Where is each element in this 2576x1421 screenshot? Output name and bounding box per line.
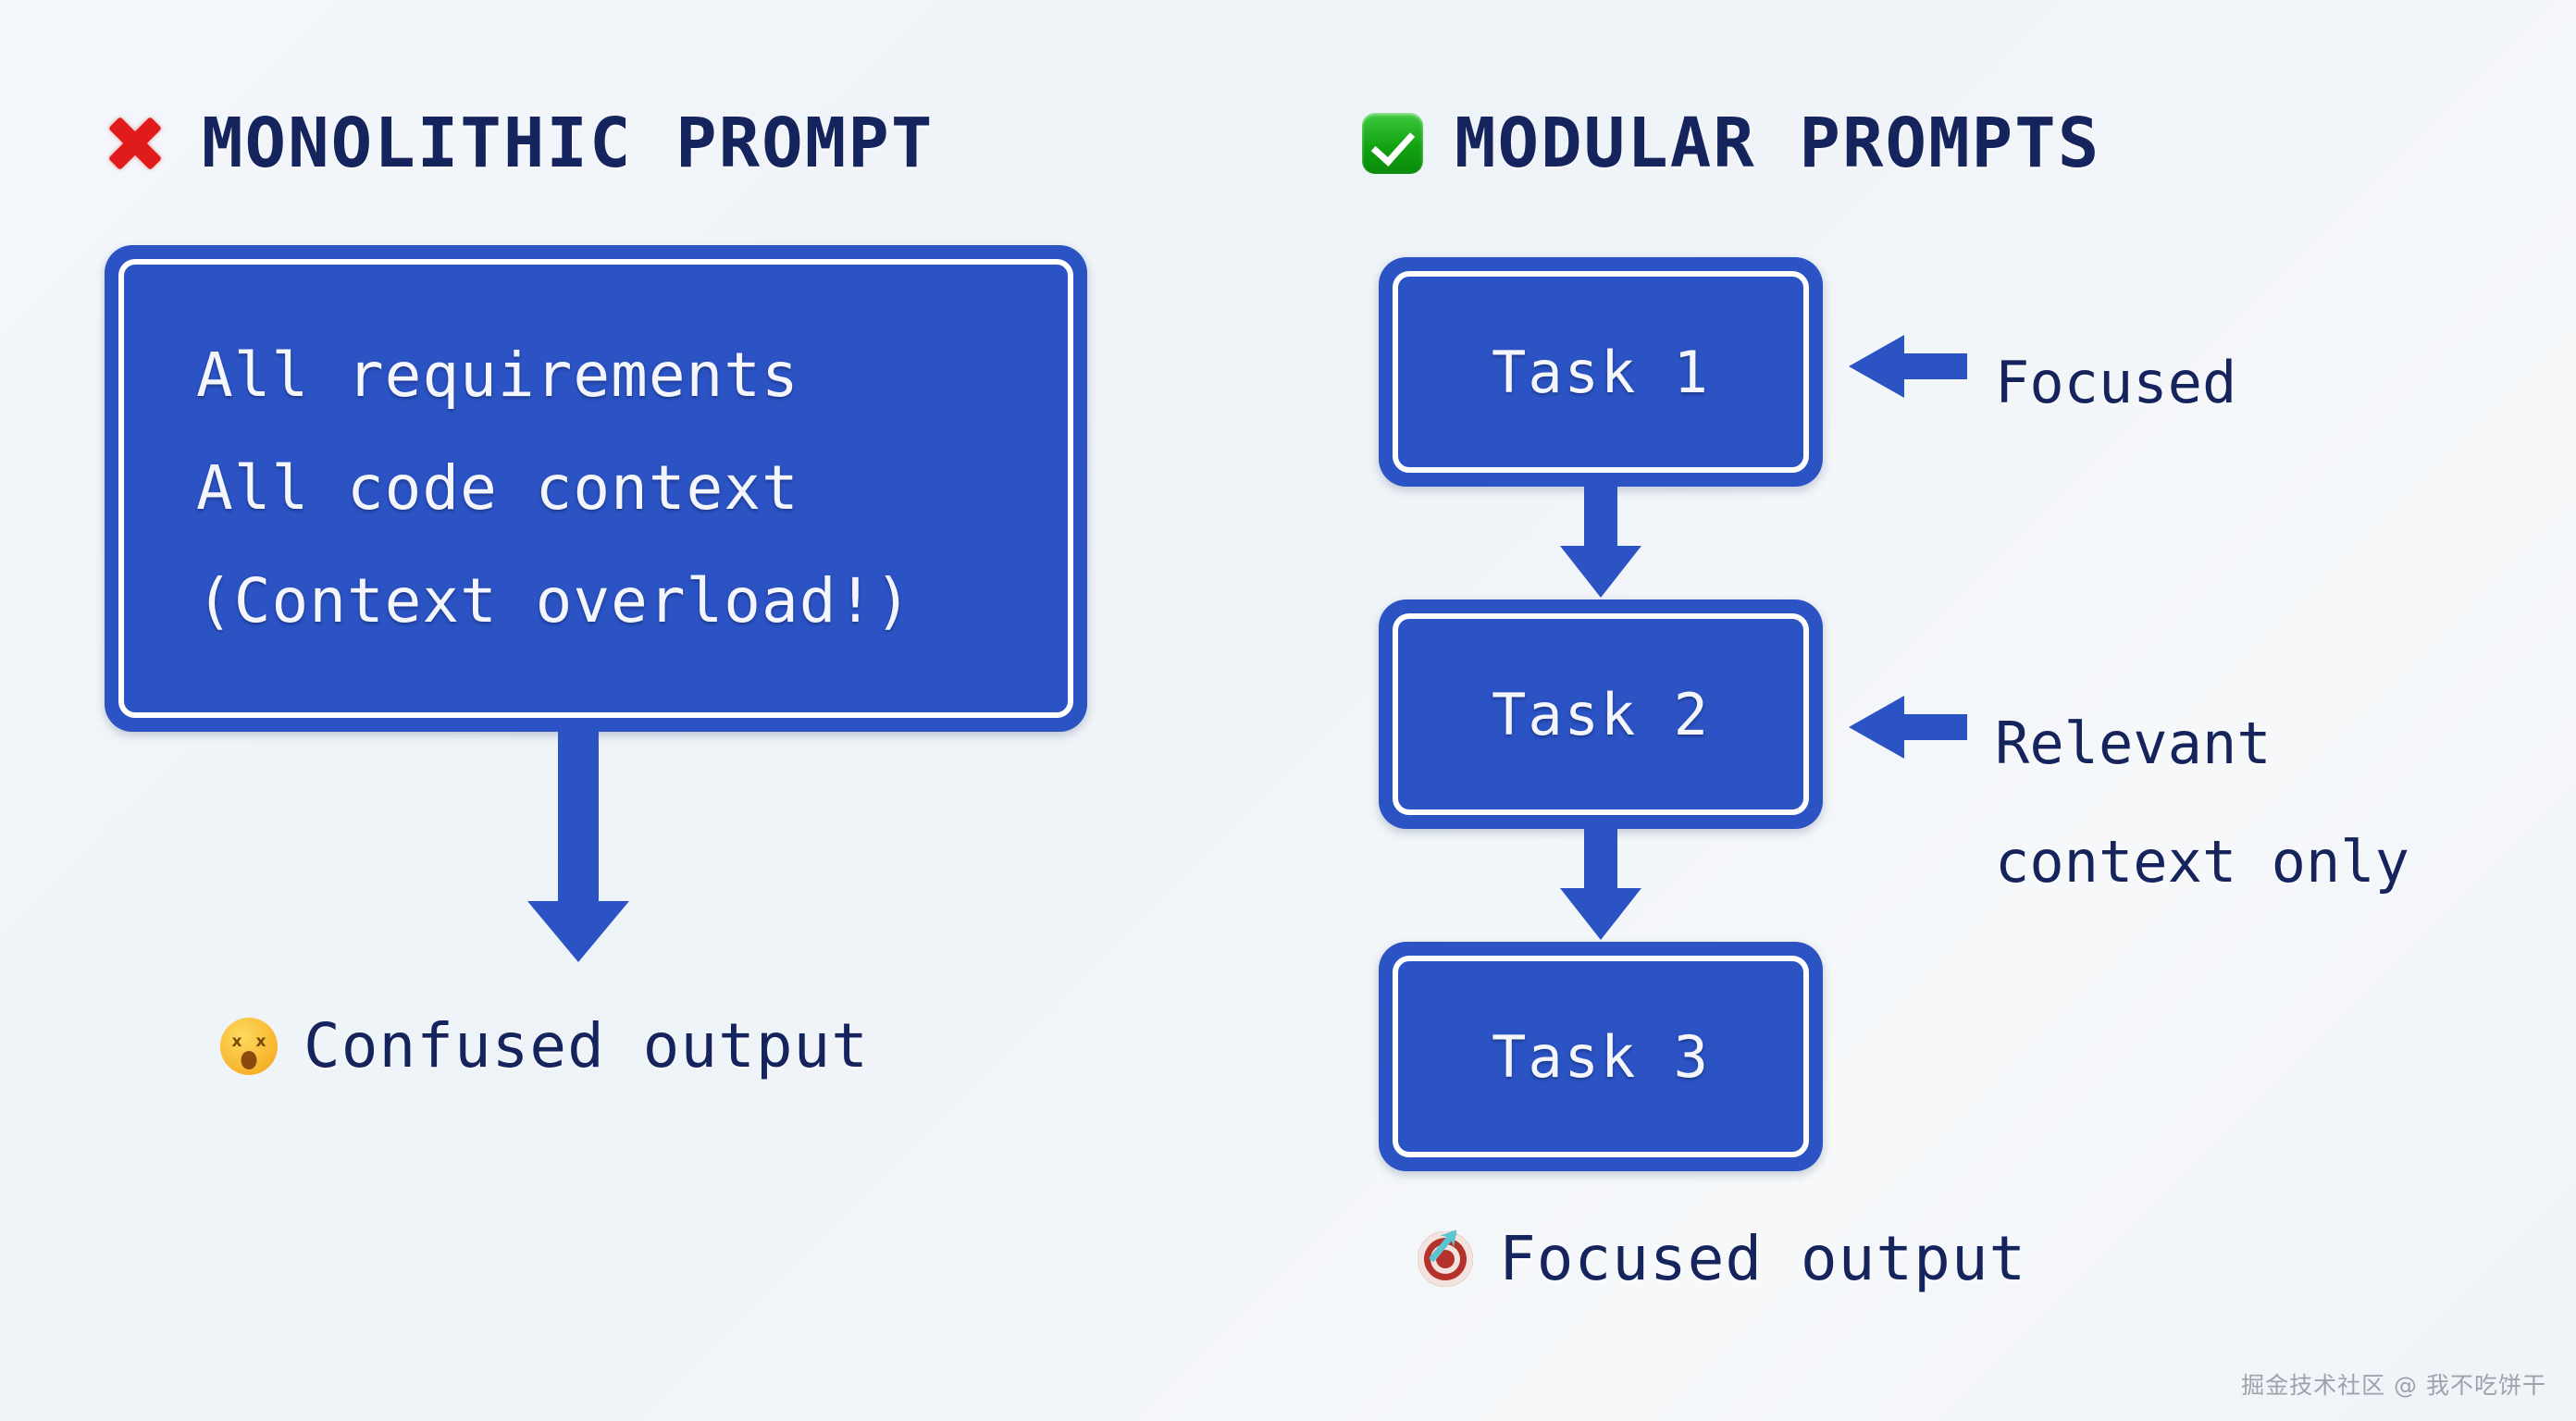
task-box-1-inner: Task 1 [1393,271,1809,473]
left-arrow-icon [1849,335,1967,398]
annotation-relevant-context: Relevant context only [1849,685,2409,921]
task-box-2-inner: Task 2 [1393,613,1809,815]
dart-board-emoji [1418,1229,1473,1287]
monolithic-line-2: All code context [196,452,799,524]
arrow-head [1560,888,1641,940]
dizzy-eye-left: x [231,1032,242,1051]
task-box-3-label: Task 3 [1492,1022,1710,1091]
arrow-shaft [558,731,599,907]
dizzy-mouth [241,1050,257,1069]
heading-monolithic: MONOLITHIC PROMPT [100,104,934,183]
annotation-focused: Focused [1849,324,2236,442]
arrow-shaft [1584,487,1617,550]
monolithic-line-3: (Context overload!) [196,565,912,636]
green-check-mark-icon [1362,113,1423,174]
arrow-head [1849,696,1904,759]
down-arrow-icon-task1-task2 [1536,487,1666,598]
monolithic-prompt-box: All requirements All code context (Conte… [105,245,1087,732]
annotation-relevant-line-1: Relevant [1995,710,2272,777]
left-arrow-icon [1849,696,1967,759]
annotation-focused-label: Focused [1995,349,2237,416]
arrow-head [1849,335,1904,398]
focused-output-label: Focused output [1499,1223,2027,1294]
red-cross-mark-icon [100,108,170,179]
task-box-3-inner: Task 3 [1393,956,1809,1157]
annotation-relevant-context-text: Relevant context only [1995,685,2409,921]
watermark: 掘金技术社区 @ 我不吃饼干 [2241,1372,2546,1399]
confused-output-caption: x x Confused output [220,1010,869,1081]
down-arrow-icon [500,731,657,962]
task-box-3: Task 3 [1379,942,1823,1171]
monolithic-line-1: All requirements [196,340,799,411]
heading-modular-label: MODULAR PROMPTS [1455,104,2101,183]
dizzy-face-emoji: x x [220,1017,278,1075]
task-box-1: Task 1 [1379,257,1823,487]
task-box-1-label: Task 1 [1492,338,1710,406]
heading-monolithic-label: MONOLITHIC PROMPT [202,104,935,183]
dizzy-eye-right: x [255,1032,266,1051]
arrow-shaft [1901,714,1967,740]
arrow-shaft [1901,353,1967,379]
heading-modular: MODULAR PROMPTS [1362,104,2100,183]
focused-output-caption: Focused output [1418,1223,2026,1294]
confused-output-label: Confused output [303,1010,870,1081]
annotation-relevant-line-2: context only [1995,828,2409,896]
arrow-head [527,901,629,962]
task-box-2-label: Task 2 [1492,680,1710,748]
monolithic-prompt-box-inner: All requirements All code context (Conte… [118,259,1073,718]
down-arrow-icon-task2-task3 [1536,829,1666,940]
arrow-shaft [1584,829,1617,892]
dart-icon [1428,1229,1458,1263]
task-box-2: Task 2 [1379,599,1823,829]
arrow-head [1560,546,1641,598]
